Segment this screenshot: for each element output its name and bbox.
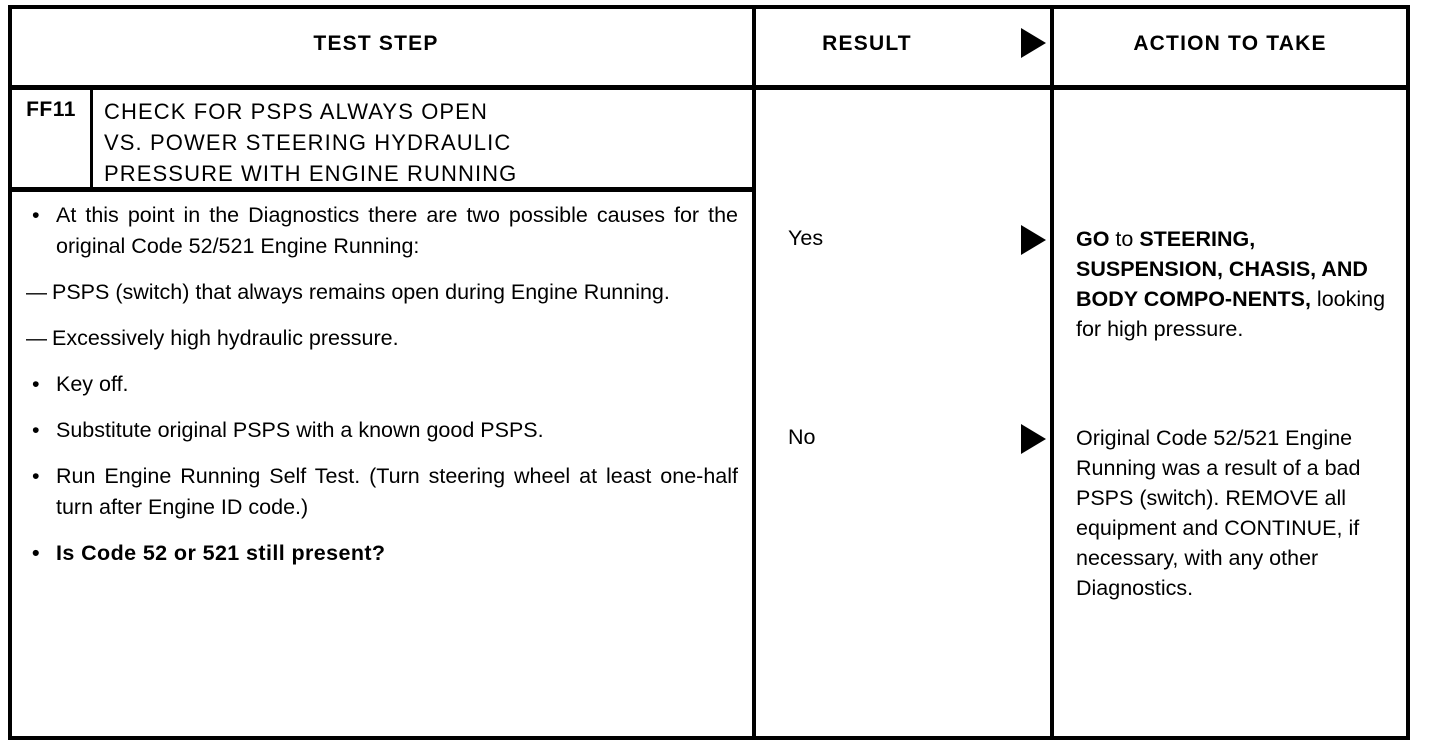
test-step-instruction-list: • At this point in the Diagnostics there … [24, 200, 738, 569]
bullet-marker-icon: • [32, 464, 40, 488]
bullet-marker-icon: • [32, 372, 40, 396]
column-header-action-to-take: ACTION TO TAKE [1133, 32, 1327, 55]
instruction-text: Key off. [56, 372, 129, 396]
instruction-text: Excessively high hydraulic pressure. [52, 326, 399, 350]
step-title-line: VS. POWER STEERING HYDRAULIC [104, 130, 512, 155]
step-number-box-divider [90, 90, 93, 188]
step-title: CHECK FOR PSPS ALWAYS OPEN VS. POWER STE… [104, 96, 744, 189]
bullet-marker-icon: • [32, 541, 40, 565]
step-title-line: PRESSURE WITH ENGINE RUNNING [104, 161, 518, 186]
instruction-item: • Key off. [24, 369, 738, 400]
step-title-line: CHECK FOR PSPS ALWAYS OPEN [104, 99, 488, 124]
action-text-emphasis: GO [1076, 227, 1116, 251]
header-bottom-rule [8, 85, 1410, 90]
instruction-item: • Run Engine Running Self Test. (Turn ste… [24, 461, 738, 523]
instruction-item: —PSPS (switch) that always remains open … [24, 277, 738, 308]
instruction-text: At this point in the Diagnostics there a… [56, 203, 738, 258]
right-triangle-arrow-icon [1021, 424, 1046, 454]
action-text: Original Code 52/521 Engine Running was … [1076, 426, 1361, 600]
action-to-take-no: Original Code 52/521 Engine Running was … [1076, 423, 1394, 603]
instruction-text: Is Code 52 or 521 still present? [56, 541, 386, 565]
step-number-label: FF11 [26, 98, 76, 121]
instruction-item: • Is Code 52 or 521 still present? [24, 538, 738, 569]
dash-marker-icon: — [26, 281, 47, 304]
column-header-test-step: TEST STEP [313, 32, 439, 55]
result-label-no: No [788, 425, 816, 449]
column-header-result: RESULT [822, 32, 912, 55]
right-triangle-arrow-icon [1021, 28, 1046, 58]
bullet-marker-icon: • [32, 418, 40, 442]
instruction-text: Substitute original PSPS with a known go… [56, 418, 544, 442]
action-to-take-yes: GO to STEERING, SUSPENSION, CHASIS, AND … [1076, 224, 1394, 344]
action-text-emphasis: STEERING, SUSPENSION, CHASIS, AND BODY C… [1076, 227, 1368, 311]
action-text: to [1115, 227, 1140, 251]
instruction-item: —Excessively high hydraulic pressure. [24, 323, 738, 354]
instruction-item: • At this point in the Diagnostics there … [24, 200, 738, 262]
instruction-text: PSPS (switch) that always remains open d… [52, 280, 670, 304]
action-text: looking for high pressure. [1076, 287, 1386, 341]
table-outer-border [8, 5, 1410, 740]
dash-marker-icon: — [26, 327, 47, 350]
step-title-bottom-rule [8, 187, 756, 192]
bullet-marker-icon: • [32, 203, 40, 227]
instruction-text: Run Engine Running Self Test. (Turn stee… [56, 464, 738, 519]
right-triangle-arrow-icon [1021, 225, 1046, 255]
column-divider-test-step-result [752, 5, 756, 740]
instruction-item: • Substitute original PSPS with a known g… [24, 415, 738, 446]
result-label-yes: Yes [788, 226, 824, 250]
column-divider-result-action [1050, 5, 1054, 740]
